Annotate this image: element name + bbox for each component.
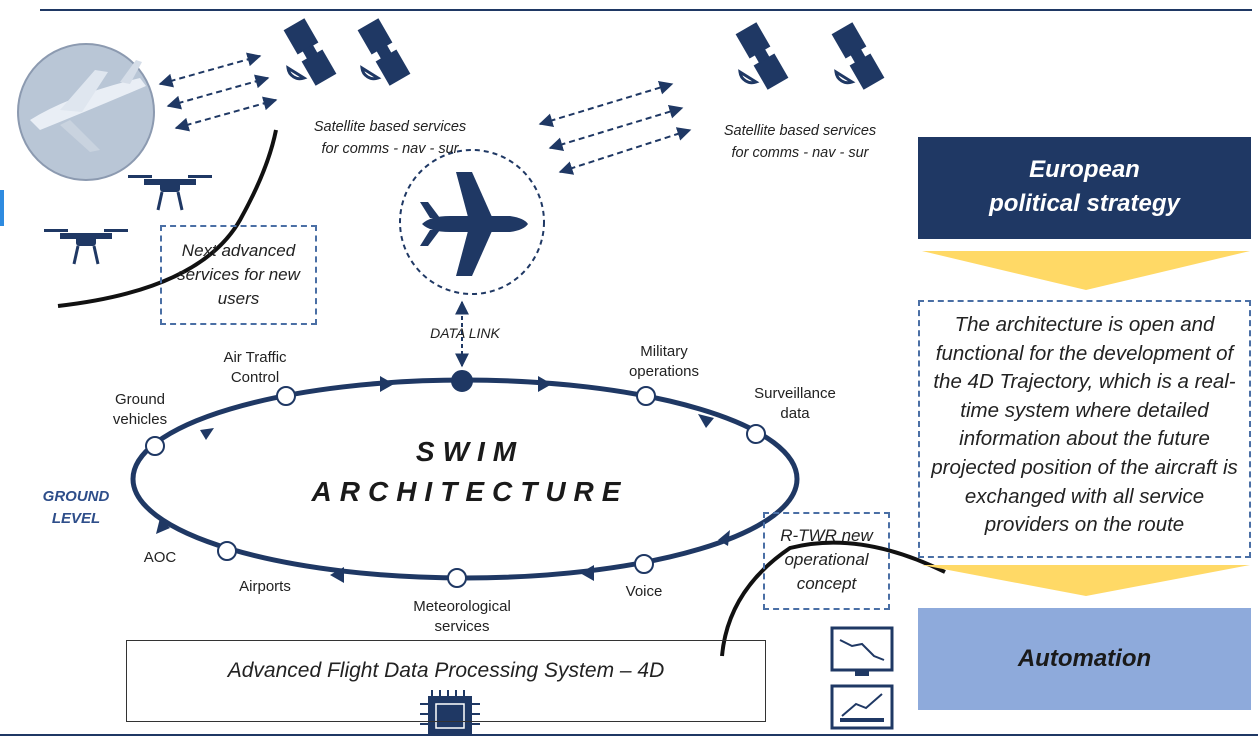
strategy-line: political strategy <box>989 190 1180 217</box>
label-line: operations <box>628 363 700 380</box>
node-data-link <box>451 370 473 392</box>
label-line: data <box>780 405 810 422</box>
connector-curve <box>57 129 278 308</box>
node-meteorological-services <box>447 568 467 588</box>
satellite-icon <box>282 16 338 88</box>
node-surveillance-data <box>746 424 766 444</box>
label-aoc: AOC <box>143 549 177 566</box>
monitor-icon <box>830 626 894 676</box>
aircraft-dashed-circle <box>399 149 545 295</box>
rtwr-box: R-TWR new operational concept <box>763 512 890 610</box>
fdps-box: Advanced Flight Data Processing System –… <box>126 640 766 722</box>
caption-line: for comms - nav - sur <box>321 141 459 157</box>
comm-arrows-left <box>158 52 278 132</box>
ring-direction-arrows <box>156 376 730 583</box>
satellite-caption-left: Satellite based services for comms - nav… <box>290 116 490 160</box>
label-ground-vehicles: Ground vehicles <box>90 390 190 430</box>
node-airports <box>217 541 237 561</box>
ground-level-line: GROUND <box>42 488 110 505</box>
drone-icon <box>126 173 214 212</box>
drone-icon <box>42 227 130 266</box>
caption-line: Satellite based services <box>313 119 467 135</box>
caption-line: for comms - nav - sur <box>731 145 869 161</box>
label-line: Military <box>640 343 688 360</box>
node-ground-vehicles <box>145 436 165 456</box>
label-line: Control <box>230 369 280 386</box>
connector-curve <box>720 540 946 657</box>
label-line: Meteorological <box>413 598 511 615</box>
satellite-icon <box>356 16 412 88</box>
open-architecture-box: The architecture is open and functional … <box>918 300 1251 558</box>
strategy-line: European <box>1029 156 1140 183</box>
european-strategy-box: European political strategy <box>918 137 1251 239</box>
label-air-traffic-control: Air Traffic Control <box>200 348 310 388</box>
ring-nodes <box>145 370 766 588</box>
ground-level-label: GROUND LEVEL <box>36 486 116 530</box>
label-surveillance-data: Surveillance data <box>740 384 850 424</box>
data-link-label: DATA LINK <box>430 325 500 341</box>
monitor-icon <box>830 684 894 730</box>
label-voice: Voice <box>625 583 663 600</box>
swim-title: SWIM <box>415 436 525 467</box>
label-meteorological-services: Meteorological services <box>392 597 532 637</box>
left-edge-marker <box>0 190 4 226</box>
satellite-icon <box>830 20 886 92</box>
arrow-down-yellow <box>922 251 1250 290</box>
label-military-operations: Military operations <box>614 342 714 382</box>
next-services-box: Next advanced services for new users <box>160 225 317 325</box>
label-line: services <box>434 618 490 635</box>
label-line: Ground <box>114 391 166 408</box>
label-line: Air Traffic <box>223 349 287 366</box>
caption-line: Satellite based services <box>723 123 877 139</box>
node-military-operations <box>636 386 656 406</box>
label-line: Surveillance <box>754 385 836 402</box>
satellite-caption-right: Satellite based services for comms - nav… <box>700 120 900 164</box>
label-line: vehicles <box>112 411 168 428</box>
node-voice <box>634 554 654 574</box>
ground-level-line: LEVEL <box>51 510 101 527</box>
processor-chip-icon <box>420 690 480 736</box>
airplane-icon <box>420 172 528 276</box>
swim-subtitle: ARCHITECTURE <box>311 476 629 507</box>
node-air-traffic-control <box>276 386 296 406</box>
satellite-icon <box>734 20 790 92</box>
aircraft-photo <box>17 43 155 181</box>
arrow-down-yellow <box>922 565 1250 596</box>
automation-box: Automation <box>918 608 1251 710</box>
comm-arrows-right <box>538 80 692 175</box>
label-airports: Airports <box>239 578 291 595</box>
